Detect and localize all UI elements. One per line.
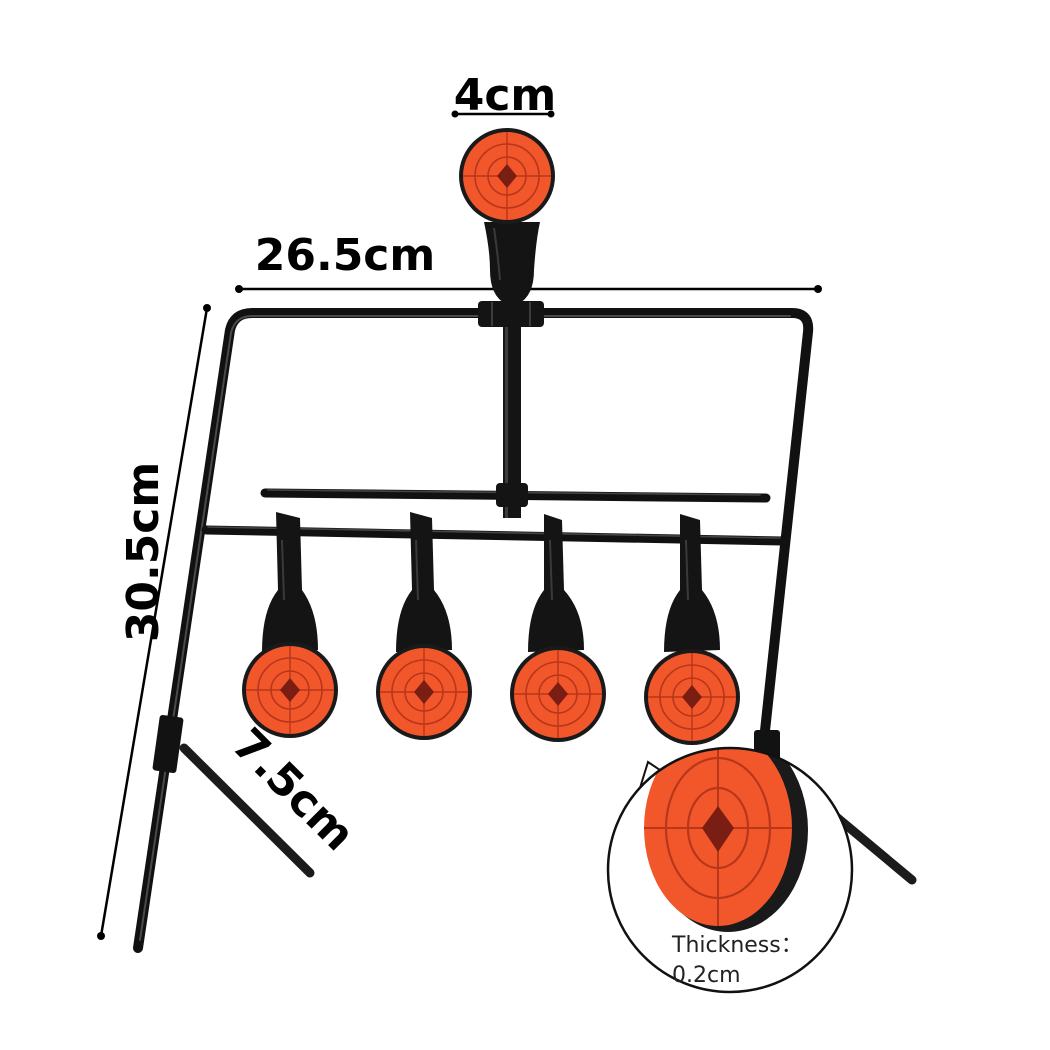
target-plate-2 [375, 512, 473, 741]
dimension-frame-width: 26.5cm [235, 230, 822, 293]
dimension-plate-diameter: 4cm [451, 70, 557, 121]
target-plate-4 [643, 514, 741, 746]
dimension-label-plate-diameter: 4cm [454, 70, 557, 121]
dimension-leg-length: 7.5cm [222, 719, 364, 861]
thickness-value: 0.2cm [672, 963, 741, 988]
thickness-inset: Thickness： 0.2cm [606, 746, 854, 994]
target-plate-1 [241, 512, 339, 739]
dimension-label-leg-length: 7.5cm [222, 719, 364, 861]
dimension-frame-height: 30.5cm [97, 304, 211, 940]
target-plate-3 [509, 514, 607, 743]
dimension-label-frame-width: 26.5cm [255, 230, 436, 281]
dimension-label-frame-height: 30.5cm [118, 462, 169, 643]
thickness-label: Thickness： [671, 933, 803, 958]
reset-target-top [458, 127, 556, 304]
target-frame [133, 301, 917, 953]
